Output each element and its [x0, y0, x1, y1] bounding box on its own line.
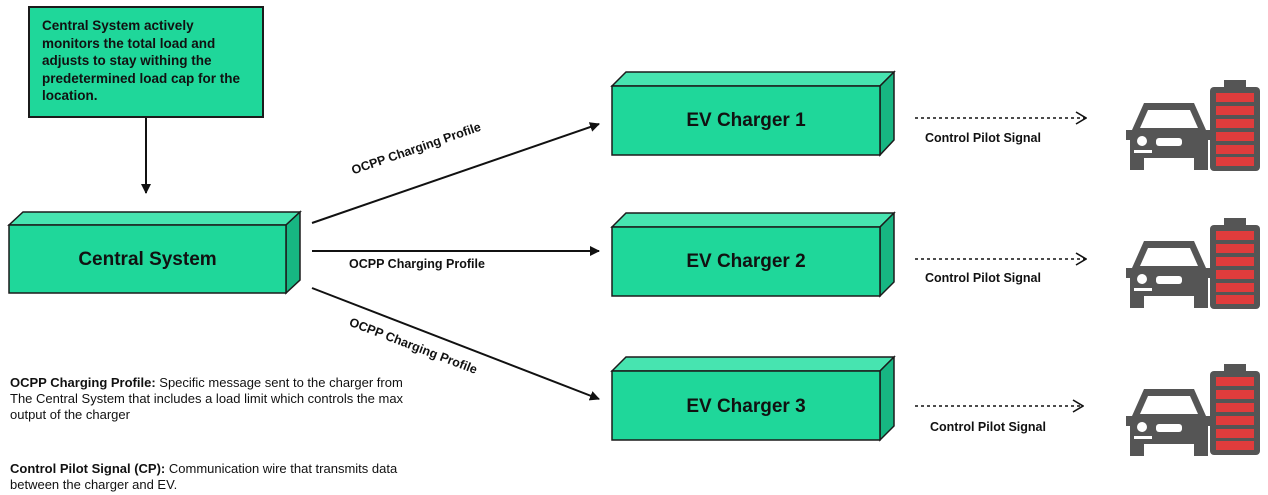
central-system-note: Central System actively monitors the tot… — [28, 6, 264, 118]
legend-ocpp-term: OCPP Charging Profile: — [10, 375, 156, 390]
battery-icon — [1210, 364, 1260, 455]
ocpp-arrow-3 — [311, 287, 600, 401]
charger-box-1[interactable] — [610, 70, 896, 157]
cp-label-2: Control Pilot Signal — [925, 271, 1041, 285]
legend-cp-desc: Communication wire that transmits data b… — [10, 461, 398, 492]
battery-icon — [1210, 80, 1260, 171]
central-system-box[interactable] — [7, 210, 302, 295]
car-icon — [1126, 103, 1212, 170]
battery-icon — [1210, 218, 1260, 309]
cp-label-1: Control Pilot Signal — [925, 131, 1041, 145]
charger-box-3[interactable] — [610, 355, 896, 442]
ocpp-arrow-1 — [311, 122, 600, 224]
legend-ocpp-desc: Specific message sent to the charger fro… — [10, 375, 404, 422]
charger-2-label: EV Charger 2 — [686, 251, 806, 272]
legend-cp-term: Control Pilot Signal (CP): — [10, 461, 166, 476]
charger-box-2[interactable] — [610, 211, 896, 298]
central-system-note-text: Central System actively monitors the tot… — [42, 18, 241, 103]
charger-3-label: EV Charger 3 — [686, 396, 806, 417]
legend-cp: Control Pilot Signal (CP): Communication… — [10, 461, 410, 493]
cp-label-3: Control Pilot Signal — [930, 420, 1046, 434]
central-system-label: Central System — [78, 249, 217, 270]
car-icon — [1126, 389, 1212, 456]
legend-ocpp: OCPP Charging Profile: Specific message … — [10, 375, 410, 423]
car-icon — [1126, 241, 1212, 308]
ocpp-label-2: OCPP Charging Profile — [349, 257, 485, 271]
charger-1-label: EV Charger 1 — [686, 110, 806, 131]
